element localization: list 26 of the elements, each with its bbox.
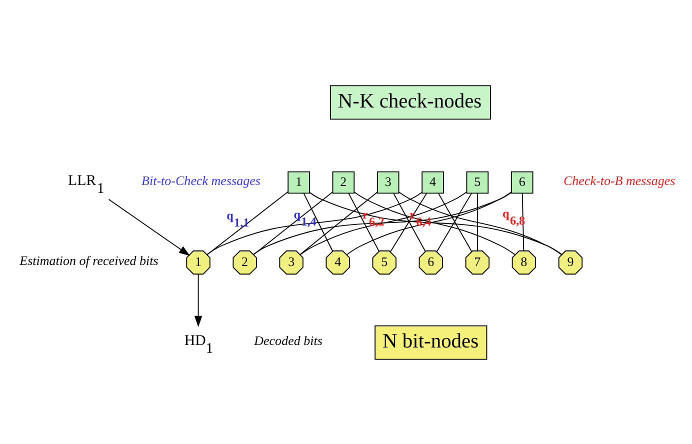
- node-box: 4: [422, 170, 444, 194]
- node-box: 3: [376, 170, 400, 194]
- arrow: [108, 198, 190, 256]
- label: Bit-to-Check messages: [142, 172, 260, 188]
- node-box: N-K check-nodes: [330, 84, 491, 120]
- connector: [522, 192, 524, 251]
- node-box: 5: [466, 170, 489, 194]
- label: Estimation of received bits: [20, 252, 158, 268]
- connector: [303, 192, 334, 251]
- connector: [206, 191, 422, 255]
- connector: [476, 192, 478, 251]
- connector: [252, 191, 512, 254]
- node-box: N bit-nodes: [374, 324, 488, 360]
- connector: [300, 191, 378, 254]
- connector: [398, 191, 562, 254]
- connector: [309, 191, 562, 254]
- connector: [300, 191, 467, 254]
- connector: [348, 192, 380, 252]
- node-box: 2: [332, 170, 355, 194]
- label: Decoded bits: [254, 332, 322, 348]
- node-box: 1: [288, 170, 310, 194]
- connector: [206, 190, 288, 255]
- connector: [253, 191, 333, 255]
- arrow: [194, 273, 202, 327]
- node-box: 6: [510, 170, 534, 194]
- label: Check-to-B messages: [563, 172, 676, 188]
